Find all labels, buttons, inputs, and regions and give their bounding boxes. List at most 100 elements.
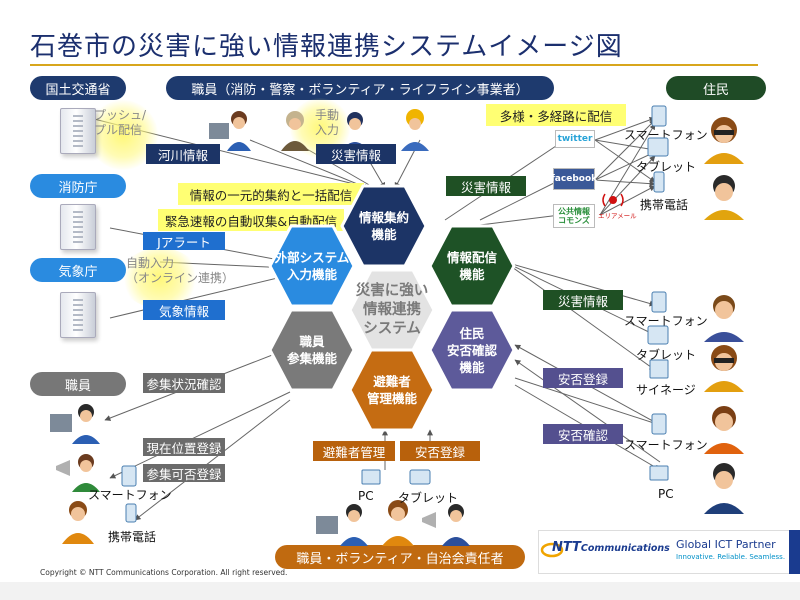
mobile-icon	[125, 503, 137, 523]
ntt-sub: Communications	[580, 543, 670, 554]
hex-shelter	[348, 348, 436, 432]
tag-weather-info: 気象情報	[143, 300, 225, 320]
hex-deliver-label: 情報配信 機能	[446, 250, 497, 282]
label-manual-input: 手動 入力	[315, 108, 340, 137]
tag-attendance-check: 参集状況確認	[143, 373, 225, 393]
tag-location-register: 現在位置登録	[143, 438, 225, 456]
person-man-icon	[704, 175, 744, 220]
area-mail-label: エリアメール	[598, 212, 637, 220]
server-icon	[60, 204, 96, 250]
smartphone-icon	[121, 465, 137, 487]
tag-shelter-mgmt: 避難者管理	[313, 441, 395, 461]
hex-resident-safety	[428, 308, 516, 392]
glow-auto	[120, 248, 200, 308]
logo-area	[538, 530, 800, 574]
person-firefighter-icon	[281, 111, 309, 151]
hex-staff-attend	[268, 308, 356, 392]
smartphone-icon	[651, 413, 667, 435]
device-pc-bottom: PC	[358, 489, 374, 503]
bottom-devices-icons	[316, 469, 470, 546]
person-phone-icon	[62, 501, 94, 544]
person-headset-icon	[209, 111, 251, 151]
tag-river-info: 河川情報	[146, 144, 220, 164]
twitter-logo: twitter	[555, 130, 595, 148]
pc-icon	[361, 469, 381, 485]
tag-safety-register-bottom: 安否登録	[400, 441, 480, 461]
device-tablet: タブレット	[636, 160, 697, 174]
label-staff: 職員	[30, 372, 126, 396]
tablet-icon	[647, 325, 669, 345]
device-smartphone: スマートフォン	[624, 128, 708, 142]
label-jma: 気象庁	[30, 258, 126, 282]
logo-strip	[789, 530, 800, 574]
lcommons-logo: 公共情報 コモンズ	[553, 204, 595, 228]
right-device-icons	[647, 105, 669, 481]
tag-safety-confirm-right: 安否確認	[543, 424, 623, 444]
device-smartphone: スマートフォン	[624, 438, 708, 452]
label-mlit: 国土交通省	[30, 76, 126, 100]
person-pc-icon	[50, 404, 100, 444]
label-auto-input: 自動入力 （オンライン連携）	[126, 256, 235, 285]
tablet-icon	[647, 137, 669, 157]
label-staff-groups: 職員（消防・警察・ボランティア・ライフライン事業者）	[166, 76, 554, 100]
hex-shelter-label: 避難者 管理機能	[366, 374, 417, 406]
device-tablet-bottom: タブレット	[398, 491, 459, 505]
device-mobile-left: 携帯電話	[108, 530, 157, 544]
tag-attendance-register: 参集可否登録	[143, 464, 225, 482]
hex-collect	[340, 184, 428, 268]
gip-sub-text: Innovative. Reliable. Seamless.	[676, 553, 786, 561]
person-man-camera-icon	[704, 295, 744, 342]
label-bottom-group: 職員・ボランティア・自治会責任者	[275, 545, 525, 569]
smartphone-icon	[651, 105, 667, 127]
staff-left-icons	[50, 404, 137, 544]
ntt-logo-icon	[540, 542, 564, 558]
tag-disaster-info-right: 災害情報	[543, 290, 623, 310]
area-mail-icon	[602, 193, 624, 207]
footer-band	[0, 582, 800, 600]
highlight-unified: 情報の一元的集約と一括配信	[178, 183, 364, 205]
hex-external-label: 外部システム 入力機能	[274, 250, 350, 282]
hex-deliver	[428, 224, 516, 308]
person-phone-icon	[382, 500, 414, 546]
ntt-name: NTT	[552, 540, 581, 555]
person-pc-icon	[316, 504, 368, 546]
copyright: Copyright © NTT Communications Corporati…	[40, 568, 288, 577]
gip-text: Global ICT Partner	[676, 538, 776, 551]
person-businessman-icon	[704, 463, 744, 514]
staff-people-icons	[209, 109, 429, 151]
tag-disaster-info-mid: 災害情報	[446, 176, 526, 196]
pc-icon	[649, 465, 669, 481]
tablet-icon	[409, 469, 431, 485]
label-fire-agency: 消防庁	[30, 174, 126, 198]
device-smartphone-left: スマートフォン	[88, 488, 172, 502]
person-woman-icon	[704, 345, 744, 392]
device-smartphone: スマートフォン	[624, 314, 708, 328]
hex-resident-safety-label: 住民 安否確認 機能	[446, 325, 497, 375]
hex-center-label: 災害に強い 情報連携 システム	[355, 282, 429, 337]
hex-collect-label: 情報集約 機能	[358, 210, 409, 242]
smartphone-icon	[651, 291, 667, 313]
device-pc: PC	[658, 487, 674, 501]
title-rule	[30, 64, 758, 66]
facebook-logo: facebook	[551, 168, 597, 190]
tag-disaster-info-top: 災害情報	[316, 144, 396, 164]
person-woman-icon	[704, 117, 744, 164]
device-mobile: 携帯電話	[640, 198, 689, 212]
resident-people-icons	[704, 117, 744, 514]
signage-icon	[649, 359, 669, 379]
person-worker-icon	[401, 109, 429, 151]
device-signage: サイネージ	[636, 383, 696, 397]
device-tablet: タブレット	[636, 348, 697, 362]
person-megaphone-icon	[56, 454, 100, 492]
hex-external	[268, 224, 356, 308]
person-megaphone-icon	[422, 504, 470, 546]
mobile-icon	[653, 171, 665, 193]
person-woman-icon	[704, 406, 744, 454]
tag-j-alert: Jアラート	[143, 232, 225, 250]
label-residents: 住民	[666, 76, 766, 100]
page-title: 石巻市の災害に強い情報連携システムイメージ図	[30, 32, 623, 62]
tag-safety-register-right: 安否登録	[543, 368, 623, 388]
highlight-multi-route: 多様・多経路に配信	[486, 104, 626, 126]
